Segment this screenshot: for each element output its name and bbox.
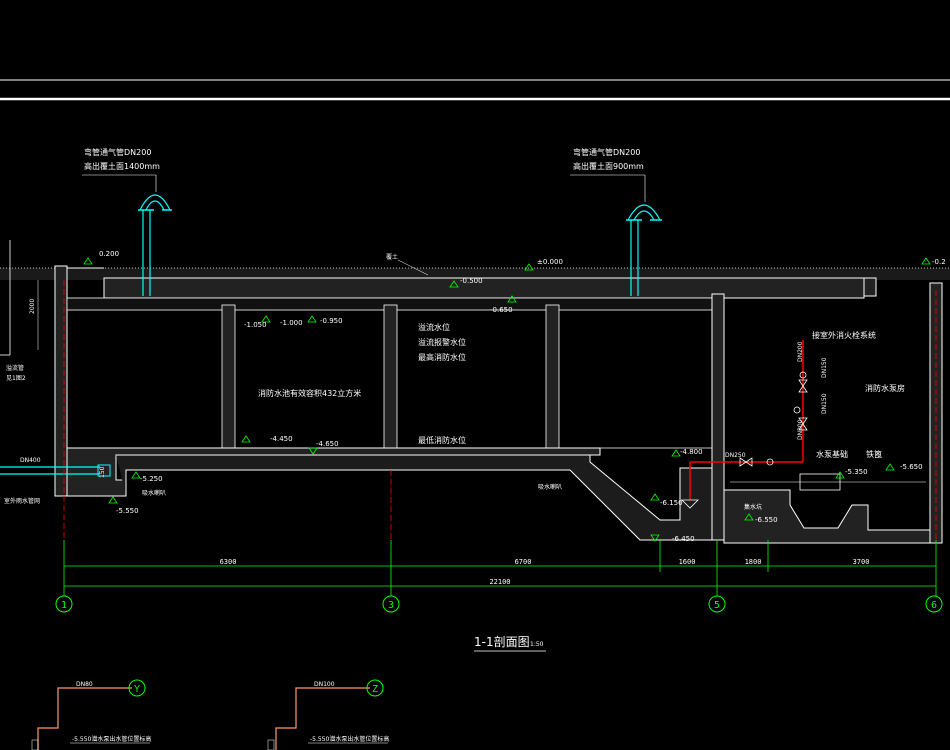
column-3 [545, 304, 560, 449]
axis-bubble-3: 3 [382, 595, 400, 613]
elev-4800: -4.800 [680, 448, 703, 456]
vent-pipe-2 [626, 204, 662, 296]
pump-room-wall [711, 293, 725, 541]
min-fire-level-label: 最低消防水位 [418, 435, 466, 445]
elev-000: ±0.000 [537, 258, 563, 266]
axis-bubble-1: 1 [55, 595, 73, 613]
dn150-label: DN150 [821, 357, 828, 378]
iron-grate-label: 铁篦 [866, 449, 882, 459]
dim-total: 22100 [489, 578, 510, 586]
flap-label: 150 [99, 466, 106, 478]
svg-text:3: 3 [388, 600, 394, 611]
dn250-label: DN250 [725, 452, 746, 459]
svg-text:1: 1 [61, 600, 67, 611]
dim-1800: 1800 [745, 558, 762, 566]
column-2 [383, 304, 398, 449]
dim-1600: 1600 [679, 558, 696, 566]
svg-text:Z: Z [372, 684, 378, 695]
pool-volume-label: 消防水池有效容积432立方米 [258, 388, 361, 398]
vent1-label-1: 弯管通气管DN200 [84, 147, 151, 157]
elev-5250: -5.250 [140, 475, 163, 483]
sump-label: 集水坑 [744, 503, 762, 511]
elev-0650: -0.650 [490, 306, 513, 314]
pump-room-label: 消防水泵房 [865, 383, 905, 393]
left-note1: 溢流管 [6, 364, 24, 372]
column-1 [221, 304, 236, 449]
dn200b-label: DN200 [797, 419, 804, 440]
elev-0950: -0.950 [320, 317, 343, 325]
elev-0500: -0.500 [460, 277, 483, 285]
vent2-label-2: 高出覆土面900mm [573, 161, 644, 171]
elev-5650: -5.650 [900, 463, 923, 471]
vent-pipe-1 [138, 194, 172, 296]
pump-room-floor [723, 489, 931, 544]
dim-6700: 6700 [515, 558, 532, 566]
svg-text:Y: Y [134, 684, 140, 695]
axis-bubble-5: 5 [708, 595, 726, 613]
elev-6450: -6.450 [672, 535, 695, 543]
fire-connector-label: 接室外消火栓系统 [812, 330, 876, 340]
elev-5350: -5.350 [845, 468, 868, 476]
sub-detail-2: Z DN100 -5.550潜水泵出水管位置标高 [267, 679, 389, 750]
drawing-scale: 1:50 [530, 641, 544, 648]
svg-text:-5.550潜水泵出水管位置标高: -5.550潜水泵出水管位置标高 [310, 735, 389, 743]
elevation-markers [83, 257, 931, 542]
suction-well-1-label: 吸水喇叭 [142, 489, 166, 497]
left-2000-label: 2000 [29, 299, 36, 314]
elev-right: -0.2 [932, 258, 946, 266]
dim-6300: 6300 [220, 558, 237, 566]
elev-1050: -1.050 [244, 321, 267, 329]
suction-well-2-label: 吸水喇叭 [538, 483, 562, 491]
ground-soil-band [0, 268, 950, 280]
svg-text:DN100: DN100 [314, 681, 335, 688]
axis-bubble-6: 6 [925, 595, 943, 613]
fill-soil-leader [397, 259, 429, 276]
pump-base-label: 水泵基础 [816, 449, 848, 459]
inlet-pipe-dn400 [0, 464, 111, 477]
dn400-label: DN400 [20, 457, 41, 464]
vent-leader-2 [570, 174, 646, 202]
svg-text:5: 5 [714, 600, 720, 611]
roof-slab [103, 277, 865, 299]
pool-floor-slope [116, 454, 713, 541]
elev-4450: -4.450 [270, 435, 293, 443]
svg-text:6: 6 [931, 600, 937, 611]
roof-edge-right [863, 277, 877, 297]
dim-3700: 3700 [853, 558, 870, 566]
left-note2: 见1图2 [6, 375, 26, 382]
svg-text:DN80: DN80 [76, 681, 93, 688]
elev-4650: -4.650 [316, 440, 339, 448]
overflow-alarm-label: 溢流报警水位 [418, 337, 466, 347]
vent1-label-2: 高出覆土面1400mm [84, 161, 160, 171]
elev-6150: -6.150 [660, 499, 683, 507]
sub-detail-1: Y DN80 -5.550潜水泵出水管位置标高 [31, 679, 151, 750]
fill-soil-label: 覆土 [386, 253, 398, 261]
dn200a-label: DN200 [797, 341, 804, 362]
elev-0200: 0.200 [99, 250, 119, 258]
left-wall [54, 265, 68, 497]
fire-pipe-vertical [681, 340, 808, 509]
elev-5550: -5.550 [116, 507, 139, 515]
vent-leader-1 [82, 174, 157, 192]
vent2-label-1: 弯管通气管DN200 [573, 147, 640, 157]
max-fire-level-label: 最高消防水位 [418, 352, 466, 362]
dimension-row-1 [63, 540, 937, 596]
elev-1000: -1.000 [280, 319, 303, 327]
svg-text:-5.550潜水泵出水管位置标高: -5.550潜水泵出水管位置标高 [72, 735, 151, 743]
overflow-level-label: 溢流水位 [418, 322, 450, 332]
elev-6550: -6.550 [755, 516, 778, 524]
drawing-title: 1-1剖面图 [474, 635, 530, 649]
outside-pipe-label: 室外雨水管网 [4, 497, 40, 505]
pool-floor-left [66, 447, 601, 497]
dn200b-label-upper: DN150 [821, 393, 828, 414]
